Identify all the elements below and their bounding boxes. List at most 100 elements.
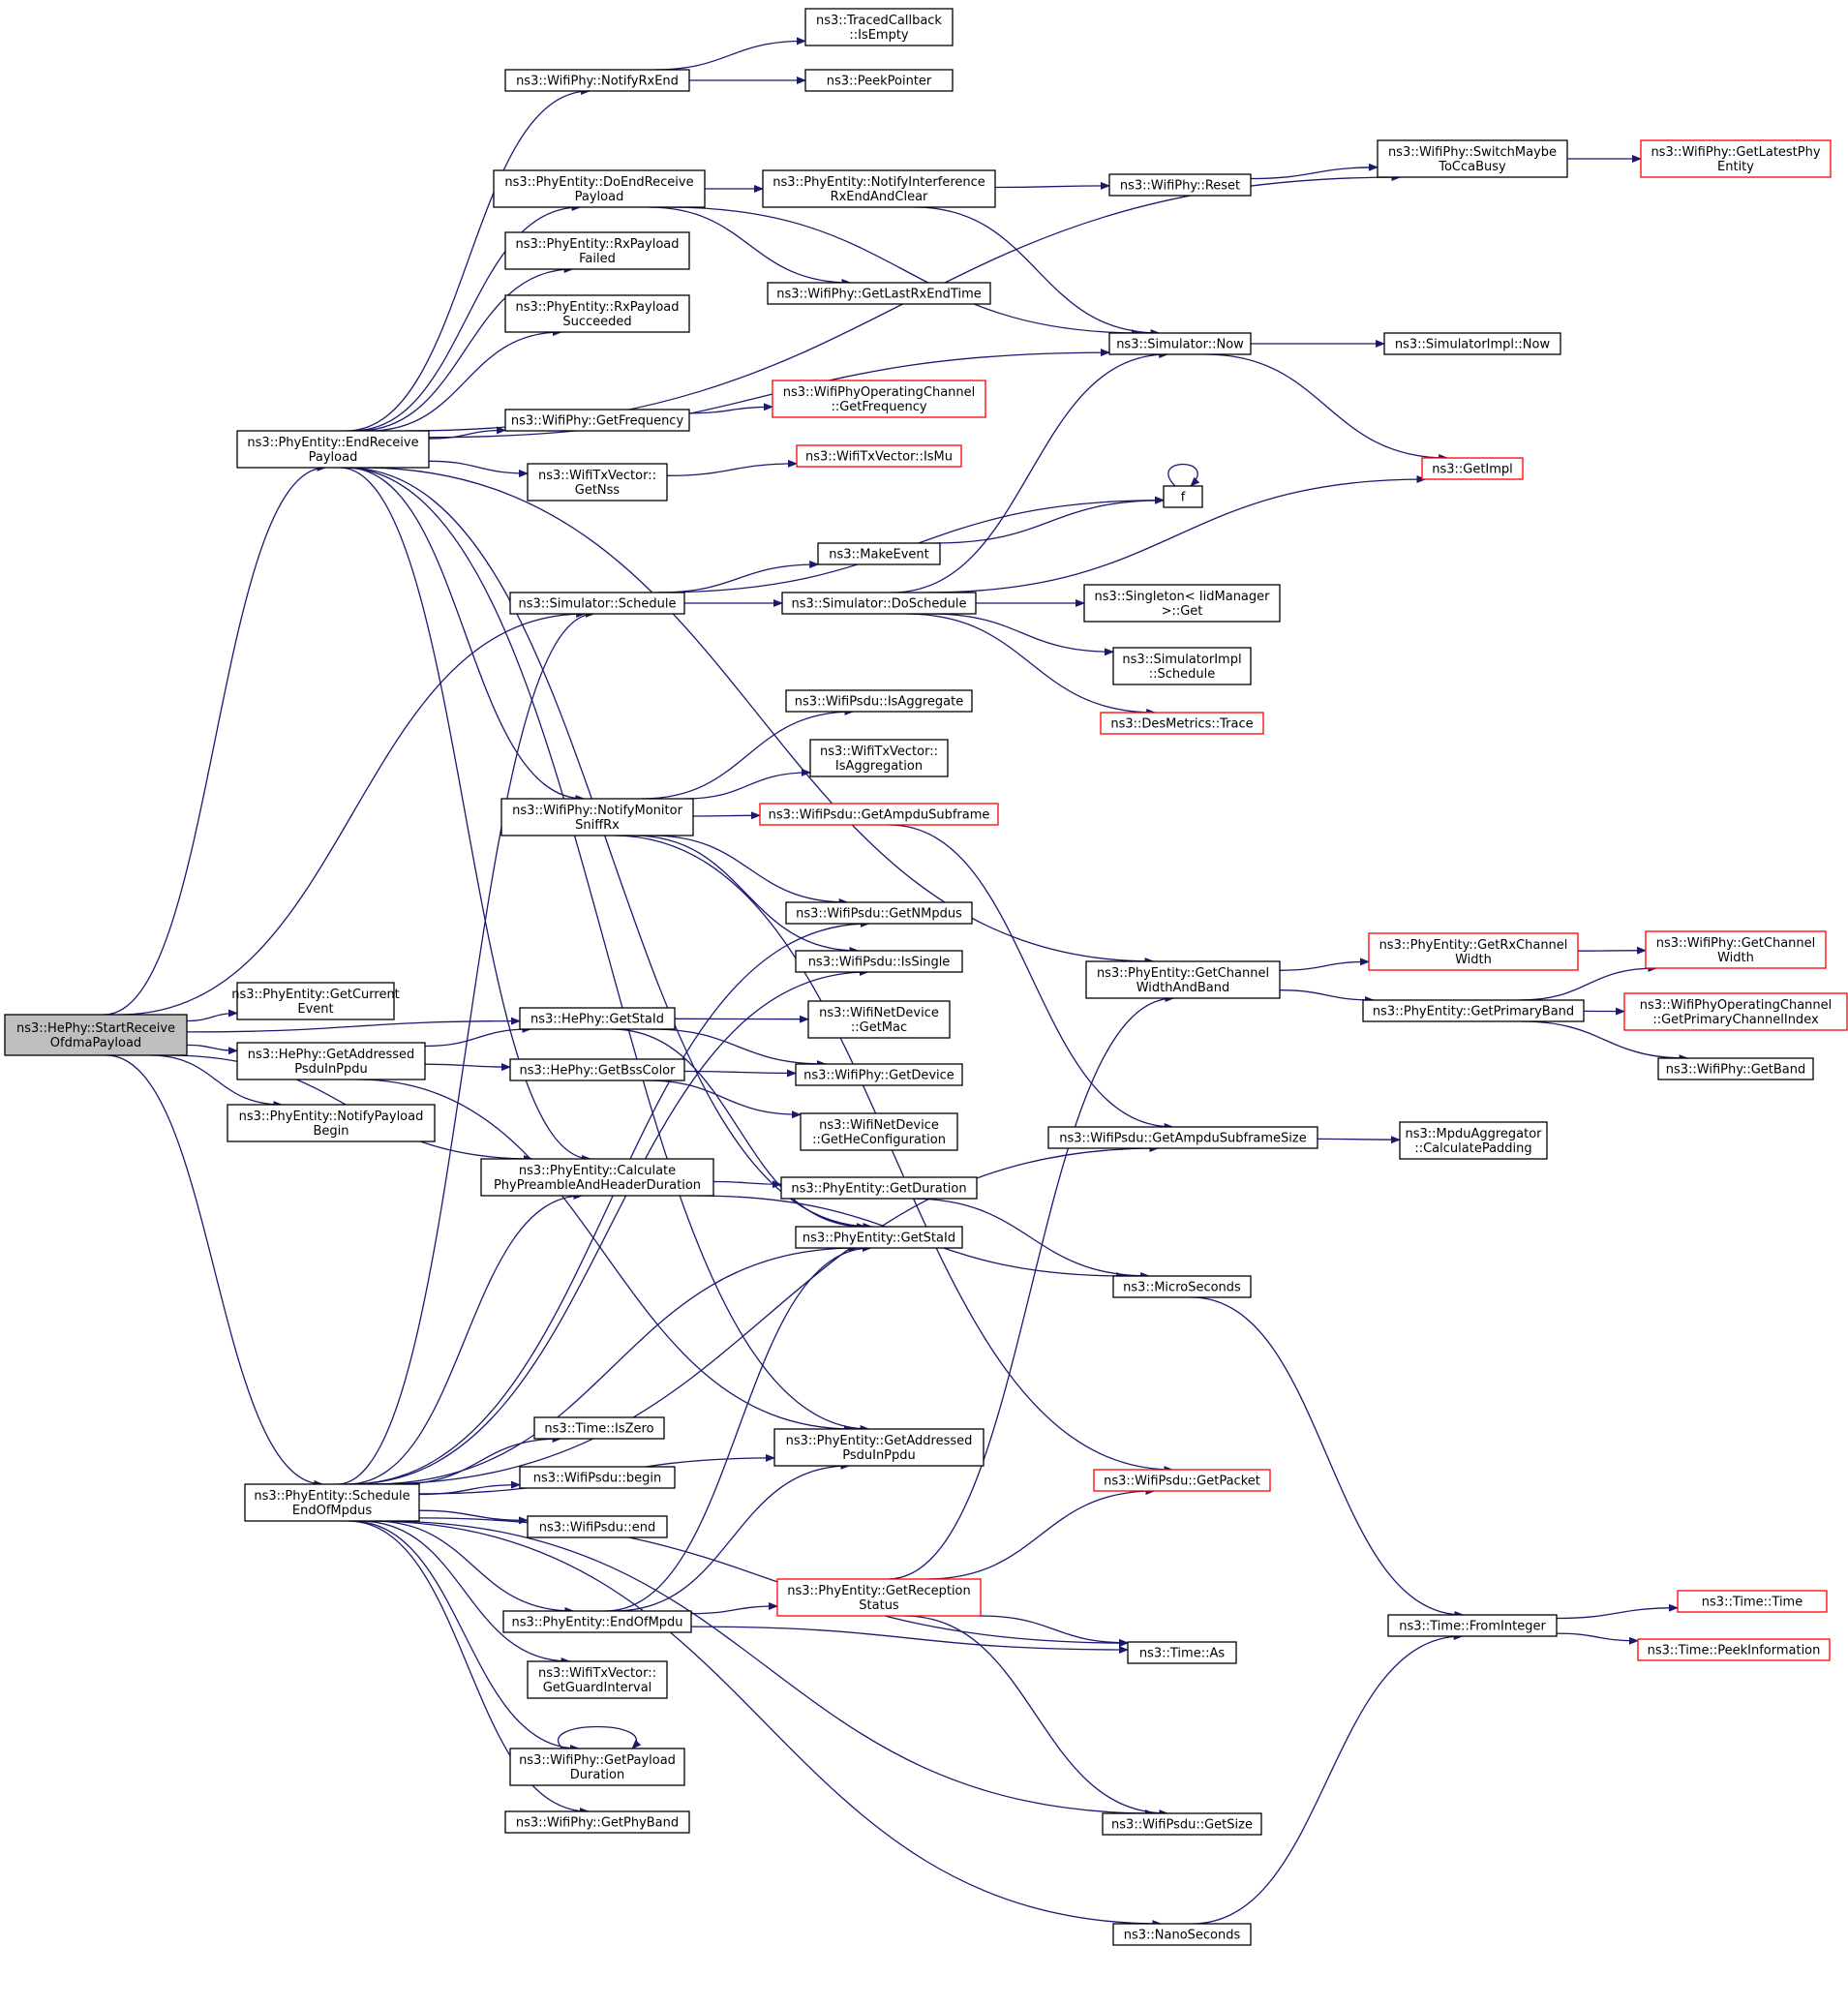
node-getPrimaryChannelIndex[interactable]: ns3::WifiPhyOperatingChannel::GetPrimary… xyxy=(1623,992,1848,1031)
node-box[interactable] xyxy=(504,231,690,270)
node-box[interactable] xyxy=(804,8,954,46)
node-box[interactable] xyxy=(1677,1590,1828,1613)
node-box[interactable] xyxy=(504,69,690,92)
node-box[interactable] xyxy=(762,169,996,208)
node-txIsAggregation[interactable]: ns3::WifiTxVector::IsAggregation xyxy=(809,739,949,777)
node-box[interactable] xyxy=(1645,930,1827,969)
node-makeEvent[interactable]: ns3::MakeEvent xyxy=(817,542,941,565)
node-peekPointer[interactable]: ns3::PeekPointer xyxy=(804,69,954,92)
node-simSchedule[interactable]: ns3::Simulator::Schedule xyxy=(509,592,685,615)
node-getHeConfig[interactable]: ns3::WifiNetDevice::GetHeConfiguration xyxy=(800,1112,958,1151)
node-notifyInterference[interactable]: ns3::PhyEntity::NotifyInterferenceRxEndA… xyxy=(762,169,996,208)
node-netDevGetMac[interactable]: ns3::WifiNetDevice::GetMac xyxy=(807,1000,951,1039)
node-nanoSeconds[interactable]: ns3::NanoSeconds xyxy=(1112,1923,1252,1946)
node-doSchedule[interactable]: ns3::Simulator::DoSchedule xyxy=(781,592,977,615)
node-timePeekInformation[interactable]: ns3::Time::PeekInformation xyxy=(1637,1638,1831,1661)
node-box[interactable] xyxy=(527,1515,668,1538)
node-box[interactable] xyxy=(1362,999,1585,1022)
node-getNss[interactable]: ns3::WifiTxVector::GetNss xyxy=(527,463,668,502)
node-box[interactable] xyxy=(1377,139,1568,178)
node-box[interactable] xyxy=(1640,139,1832,178)
node-microSeconds[interactable]: ns3::MicroSeconds xyxy=(1112,1275,1252,1298)
node-singletonGet[interactable]: ns3::Singleton< IidManager>::Get xyxy=(1083,584,1281,623)
node-phyGetDevice[interactable]: ns3::WifiPhy::GetDevice xyxy=(795,1063,963,1086)
node-calcPreamble[interactable]: ns3::PhyEntity::CalculatePhyPreambleAndH… xyxy=(480,1158,714,1197)
node-box[interactable] xyxy=(480,1158,714,1197)
node-box[interactable] xyxy=(1093,1469,1271,1492)
node-getNMpdus[interactable]: ns3::WifiPsdu::GetNMpdus xyxy=(785,901,973,925)
node-box[interactable] xyxy=(1383,332,1561,355)
node-psduBegin[interactable]: ns3::WifiPsdu::begin xyxy=(519,1466,676,1489)
node-desTrace[interactable]: ns3::DesMetrics::Trace xyxy=(1100,712,1264,735)
node-woChanGetFrequency[interactable]: ns3::WifiPhyOperatingChannel::GetFrequen… xyxy=(772,380,986,418)
node-box[interactable] xyxy=(804,69,954,92)
node-box[interactable] xyxy=(502,1610,692,1633)
node-box[interactable] xyxy=(1368,932,1579,971)
node-box[interactable] xyxy=(785,901,973,925)
node-phyGetBand[interactable]: ns3::WifiPhy::GetBand xyxy=(1657,1057,1814,1080)
node-box[interactable] xyxy=(504,1810,690,1834)
node-box[interactable] xyxy=(504,409,690,432)
node-box[interactable] xyxy=(1112,647,1252,685)
node-box[interactable] xyxy=(772,380,986,418)
node-getAmpduSubframe[interactable]: ns3::WifiPsdu::GetAmpduSubframe xyxy=(759,803,999,826)
node-getBssColor[interactable]: ns3::HePhy::GetBssColor xyxy=(509,1058,685,1081)
node-box[interactable] xyxy=(500,798,694,836)
node-box[interactable] xyxy=(236,430,430,469)
node-box[interactable] xyxy=(4,1014,188,1056)
node-box[interactable] xyxy=(244,1483,420,1522)
node-fFunc[interactable]: f xyxy=(1163,485,1203,508)
node-box[interactable] xyxy=(809,739,949,777)
node-box[interactable] xyxy=(1399,1121,1548,1160)
node-getAmpduSubframeSize[interactable]: ns3::WifiPsdu::GetAmpduSubframeSize xyxy=(1047,1126,1318,1149)
node-timeIsZero[interactable]: ns3::Time::IsZero xyxy=(533,1416,665,1440)
node-box[interactable] xyxy=(509,1058,685,1081)
node-phyReset[interactable]: ns3::WifiPhy::Reset xyxy=(1108,173,1252,197)
node-simNow[interactable]: ns3::Simulator::Now xyxy=(1108,332,1252,355)
node-box[interactable] xyxy=(767,282,991,305)
node-notifyRxEnd[interactable]: ns3::WifiPhy::NotifyRxEnd xyxy=(504,69,690,92)
node-tracedIsEmpty[interactable]: ns3::TracedCallback::IsEmpty xyxy=(804,8,954,46)
node-box[interactable] xyxy=(776,1578,982,1617)
node-box[interactable] xyxy=(780,1176,978,1200)
node-box[interactable] xyxy=(227,1104,436,1142)
node-box[interactable] xyxy=(795,950,963,973)
node-getPrimaryBand[interactable]: ns3::PhyEntity::GetPrimaryBand xyxy=(1362,999,1585,1022)
node-simImplNow[interactable]: ns3::SimulatorImpl::Now xyxy=(1383,332,1561,355)
node-box[interactable] xyxy=(504,294,690,333)
node-box[interactable] xyxy=(800,1112,958,1151)
node-getPacket[interactable]: ns3::WifiPsdu::GetPacket xyxy=(1093,1469,1271,1492)
node-simImplSchedule[interactable]: ns3::SimulatorImpl::Schedule xyxy=(1112,647,1252,685)
node-txIsMu[interactable]: ns3::WifiTxVector::IsMu xyxy=(796,444,962,468)
node-psduGetSize[interactable]: ns3::WifiPsdu::GetSize xyxy=(1102,1812,1262,1836)
node-box[interactable] xyxy=(527,463,668,502)
node-box[interactable] xyxy=(796,444,962,468)
node-box[interactable] xyxy=(1127,1641,1237,1664)
node-box[interactable] xyxy=(1623,992,1848,1031)
node-box[interactable] xyxy=(493,169,706,208)
node-psduIsAggregate[interactable]: ns3::WifiPsdu::IsAggregate xyxy=(785,689,973,713)
node-box[interactable] xyxy=(1163,485,1203,508)
node-box[interactable] xyxy=(795,1063,963,1086)
node-box[interactable] xyxy=(1102,1812,1262,1836)
node-box[interactable] xyxy=(527,1660,668,1699)
node-box[interactable] xyxy=(1421,457,1524,480)
node-heGetStaId[interactable]: ns3::HePhy::GetStaId xyxy=(519,1007,676,1030)
node-getPhyBand[interactable]: ns3::WifiPhy::GetPhyBand xyxy=(504,1810,690,1834)
node-box[interactable] xyxy=(236,1042,426,1080)
node-box[interactable] xyxy=(1112,1275,1252,1298)
node-box[interactable] xyxy=(1085,960,1281,999)
node-phyEntGetStaId[interactable]: ns3::PhyEntity::GetStaId xyxy=(795,1226,963,1249)
node-endOfMpdu[interactable]: ns3::PhyEntity::EndOfMpdu xyxy=(502,1610,692,1633)
